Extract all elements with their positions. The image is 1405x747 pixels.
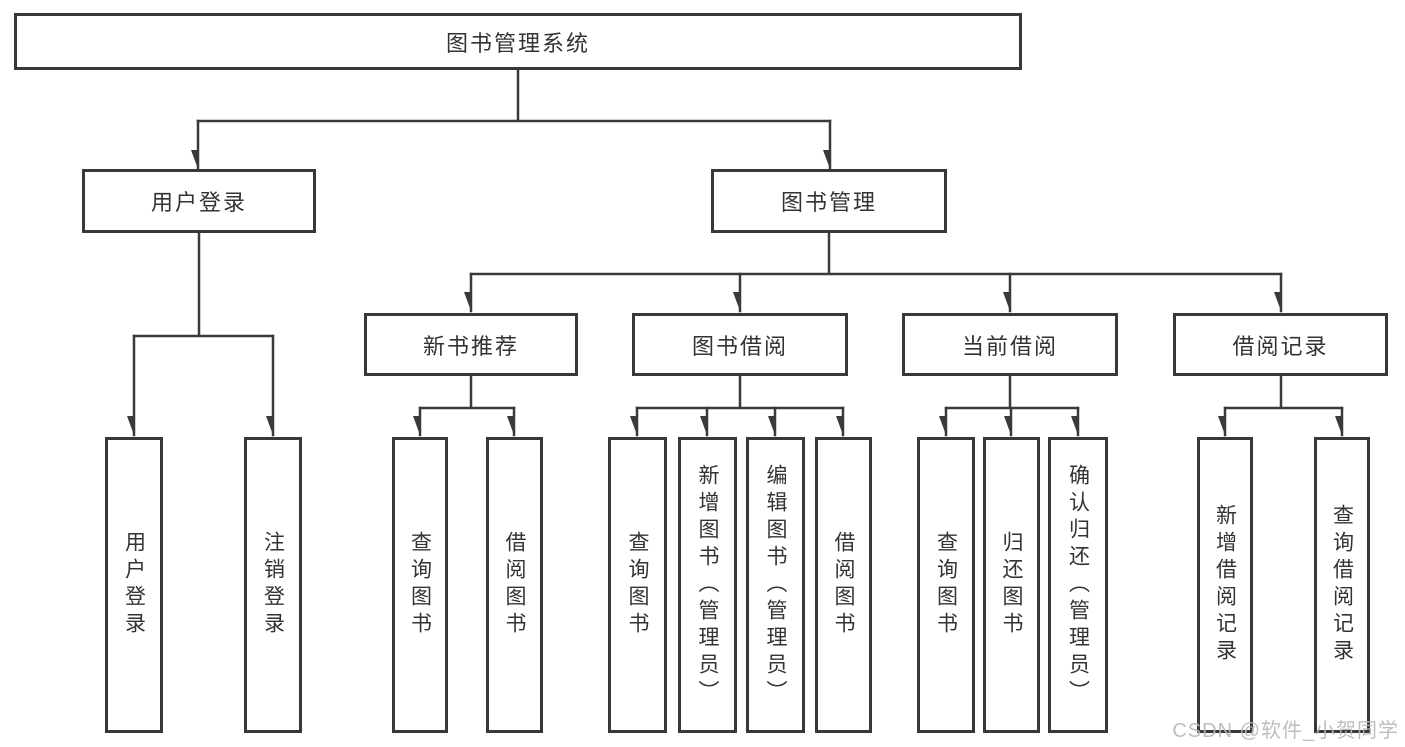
leaf-return-book-label: 归还图书 <box>1000 531 1023 639</box>
leaf-query-book-recommend-label: 查询图书 <box>408 531 432 639</box>
node-book-borrow-label: 图书借阅 <box>691 333 788 359</box>
connector-root <box>196 68 832 123</box>
leaf-user-login: 用户登录 <box>105 437 163 733</box>
leaf-query-book-borrow-label: 查询图书 <box>626 531 649 639</box>
leaf-borrow-book: 借阅图书 <box>815 437 872 733</box>
node-new-book-recommend-label: 新书推荐 <box>422 333 519 359</box>
leaf-borrow-book-recommend: 借阅图书 <box>486 437 543 733</box>
connector-new-book <box>418 374 516 410</box>
leaf-query-book-current-label: 查询图书 <box>934 531 958 639</box>
leaf-query-book-recommend: 查询图书 <box>392 437 448 733</box>
connector-book-borrow <box>635 374 845 410</box>
node-user-login: 用户登录 <box>82 169 316 233</box>
leaf-return-book: 归还图书 <box>983 437 1040 733</box>
node-new-book-recommend: 新书推荐 <box>364 313 578 376</box>
node-book-management-label: 图书管理 <box>780 190 877 215</box>
leaf-logout: 注销登录 <box>244 437 302 733</box>
connector-user-login <box>132 231 275 338</box>
node-borrow-records: 借阅记录 <box>1173 313 1388 376</box>
node-borrow-records-label: 借阅记录 <box>1232 333 1329 359</box>
leaf-add-borrow-record-label: 新增借阅记录 <box>1213 504 1237 666</box>
node-current-borrow-label: 当前借阅 <box>961 333 1058 359</box>
node-book-borrow: 图书借阅 <box>632 313 848 376</box>
leaf-edit-book-admin: 编辑图书（管理员） <box>746 437 805 733</box>
node-book-management: 图书管理 <box>711 169 947 233</box>
leaf-query-book-current: 查询图书 <box>917 437 975 733</box>
node-user-login-label: 用户登录 <box>150 190 247 215</box>
leaf-add-borrow-record: 新增借阅记录 <box>1197 437 1253 733</box>
connector-book-management <box>469 231 1283 276</box>
leaf-borrow-book-label: 借阅图书 <box>832 531 855 639</box>
leaf-query-book-borrow: 查询图书 <box>608 437 667 733</box>
leaf-query-borrow-record-label: 查询借阅记录 <box>1330 504 1354 666</box>
leaf-add-book-admin: 新增图书（管理员） <box>678 437 737 733</box>
node-root-library-system: 图书管理系统 <box>14 13 1022 70</box>
node-current-borrow: 当前借阅 <box>902 313 1118 376</box>
connector-current-borrow <box>944 374 1080 410</box>
node-root-label: 图书管理系统 <box>445 30 590 56</box>
leaf-query-borrow-record: 查询借阅记录 <box>1314 437 1370 733</box>
leaf-confirm-return-admin-label: 确认归还（管理员） <box>1066 463 1090 707</box>
csdn-watermark: CSDN @软件_小贺同学 <box>1172 720 1399 742</box>
leaf-add-book-admin-label: 新增图书（管理员） <box>696 463 719 707</box>
leaf-confirm-return-admin: 确认归还（管理员） <box>1048 437 1108 733</box>
leaf-edit-book-admin-label: 编辑图书（管理员） <box>764 463 787 707</box>
leaf-logout-label: 注销登录 <box>261 531 285 639</box>
leaf-user-login-label: 用户登录 <box>122 531 146 639</box>
connector-borrow-records <box>1223 374 1344 410</box>
leaf-borrow-book-recommend-label: 借阅图书 <box>503 531 526 639</box>
